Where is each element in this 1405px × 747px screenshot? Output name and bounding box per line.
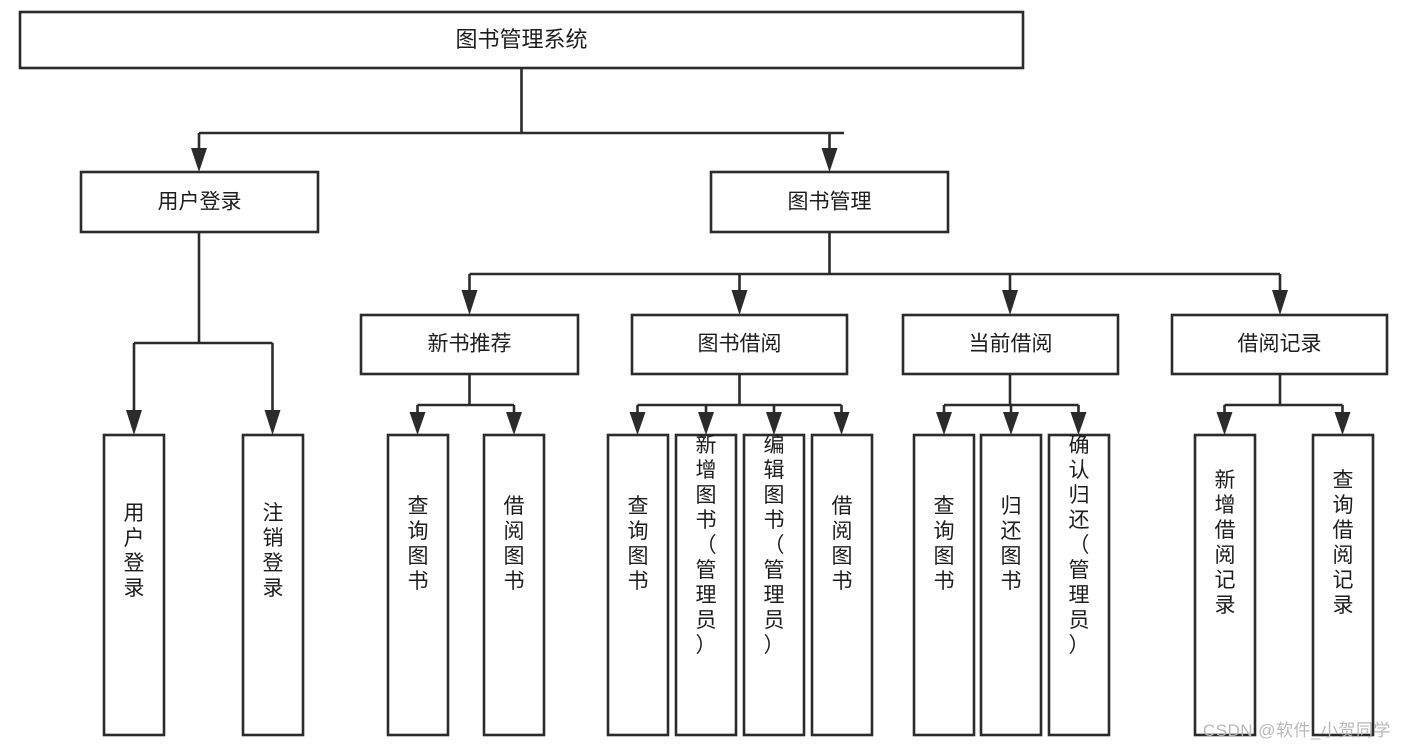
arrow-head-icon [1003,412,1019,435]
leaf-label: 查询图书 [934,495,955,593]
arrow-head-icon [1216,412,1233,435]
leaf-node[interactable]: 查询图书 [912,433,976,737]
leaf-node[interactable]: 新增借阅记录 [1193,433,1257,737]
leaf-label: 查询借阅记录 [1333,469,1354,617]
leaf-box[interactable] [606,433,670,737]
arrow-head-icon [1070,412,1087,435]
arrow-head-icon [1002,290,1018,315]
node-new-book-recommend-label: 新书推荐 [428,333,512,356]
leaf-label: 归还图书 [1001,495,1022,593]
csdn-watermark: CSDN @软件_小贺同学 [1202,721,1391,740]
connector-group-root [191,68,844,172]
leaf-label: 查询图书 [408,495,429,593]
leaf-box[interactable] [241,433,305,737]
leaf-node[interactable]: 注销登录 [241,433,305,737]
arrow-head-icon [731,290,748,315]
leaf-label: 注销登录 [263,502,284,600]
leaf-node[interactable]: 查询图书 [606,433,670,737]
leaf-label: 确认归还（管理员） [1069,434,1090,657]
node-book-management-box[interactable] [709,170,950,234]
node-new-book-recommend[interactable]: 新书推荐 [359,313,580,376]
leaf-label: 借阅图书 [832,495,853,593]
connector-group-borrow-record [1216,374,1351,435]
leaf-box[interactable] [482,433,546,737]
node-book-management[interactable]: 图书管理 [709,170,950,234]
node-root-label: 图书管理系统 [455,27,587,52]
arrow-head-icon [506,412,522,435]
leaf-node[interactable]: 借阅图书 [482,433,546,737]
leaf-node[interactable]: 确认归还（管理员） [1047,433,1111,737]
connector-group-user-login [126,232,281,435]
leaf-box[interactable] [1311,433,1375,737]
leaf-node[interactable]: 查询图书 [386,433,450,737]
leaf-box[interactable] [102,433,166,737]
arrow-head-icon [936,412,952,435]
node-root-box[interactable] [18,10,1025,70]
node-user-login-label: 用户登录 [158,191,242,214]
arrow-head-icon [698,412,714,435]
node-user-login-box[interactable] [79,170,320,234]
arrow-head-icon [821,148,838,172]
leaf-label: 编辑图书（管理员） [764,434,785,657]
leaf-box[interactable] [810,433,874,737]
leaf-node[interactable]: 用户登录 [102,433,166,737]
arrow-head-icon [1272,290,1288,315]
node-current-borrow-label: 当前借阅 [969,333,1053,356]
leaf-label: 借阅图书 [504,495,525,593]
node-borrow-record-label: 借阅记录 [1238,333,1322,356]
connector-group-book-borrow [629,374,850,435]
node-book-borrow-box[interactable] [630,313,849,376]
node-book-borrow[interactable]: 图书借阅 [630,313,849,376]
node-borrow-record[interactable]: 借阅记录 [1170,313,1389,376]
connector-group-new-book [409,374,522,435]
leaf-node[interactable]: 归还图书 [979,433,1043,737]
arrow-head-icon [461,290,478,315]
arrow-head-icon [264,410,281,435]
arrow-head-icon [1334,412,1351,435]
arrow-head-icon [409,412,426,435]
arrow-head-icon [833,412,850,435]
leaf-label: 新增借阅记录 [1215,469,1236,617]
leaf-box[interactable] [1193,433,1257,737]
node-current-borrow[interactable]: 当前借阅 [901,313,1120,376]
leaf-label: 查询图书 [628,495,649,593]
arrow-head-icon [766,412,782,435]
node-new-book-recommend-box[interactable] [359,313,580,376]
node-book-management-label: 图书管理 [788,191,872,214]
leaf-box[interactable] [979,433,1043,737]
leaf-node[interactable]: 新增图书（管理员） [674,433,738,737]
leaf-label: 新增图书（管理员） [696,434,717,657]
node-root[interactable]: 图书管理系统 [18,10,1025,70]
node-book-borrow-label: 图书借阅 [698,333,782,356]
node-user-login[interactable]: 用户登录 [79,170,320,234]
arrow-head-icon [191,148,207,172]
leaf-box[interactable] [386,433,450,737]
arrow-head-icon [629,412,646,435]
node-borrow-record-box[interactable] [1170,313,1389,376]
node-current-borrow-box[interactable] [901,313,1120,376]
leaf-box[interactable] [912,433,976,737]
leaf-box[interactable] [742,433,806,737]
leaf-node[interactable]: 编辑图书（管理员） [742,433,806,737]
connector-group-current-borrow [936,374,1087,435]
connector-group-book-management [461,232,1288,315]
leaf-node[interactable]: 查询借阅记录 [1311,433,1375,737]
leaf-box[interactable] [1047,433,1111,737]
leaf-node[interactable]: 借阅图书 [810,433,874,737]
leaf-box[interactable] [674,433,738,737]
arrow-head-icon [126,410,142,435]
leaf-label: 用户登录 [124,502,145,600]
